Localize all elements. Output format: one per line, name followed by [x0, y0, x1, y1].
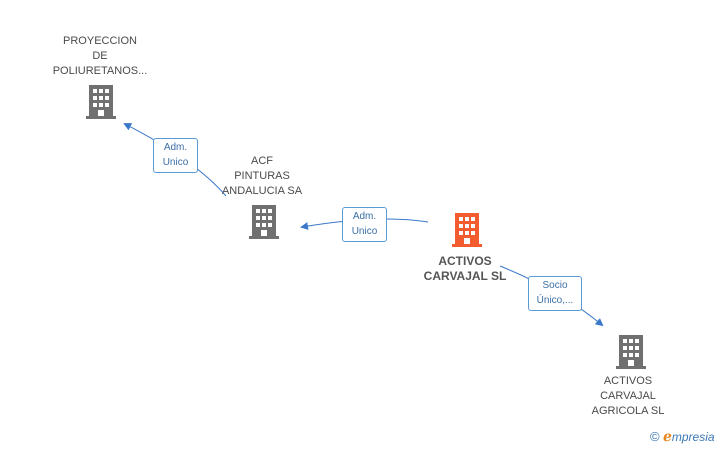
- company-name-activos[interactable]: ACTIVOS CARVAJAL SL: [410, 254, 520, 284]
- building-icon[interactable]: [249, 205, 279, 239]
- company-name-line: ACF: [251, 155, 273, 167]
- edge-label-line: Adm.: [163, 142, 188, 153]
- brand-e-glyph: ℯ: [662, 428, 672, 444]
- company-name-proyeccion[interactable]: PROYECCION DE POLIURETANOS...: [40, 34, 160, 79]
- company-name-line: ACTIVOS: [438, 254, 492, 268]
- empresia-logo: © ℯmpresia: [650, 428, 715, 445]
- company-name-line: CARVAJAL SL: [423, 269, 507, 283]
- company-name-line: DE: [92, 50, 108, 62]
- building-icon[interactable]: [616, 335, 646, 369]
- edge-label-line: Único,...: [536, 295, 574, 306]
- edge-label-line: Unico: [162, 157, 189, 168]
- company-name-line: PROYECCION: [63, 35, 137, 47]
- company-name-line: POLIURETANOS...: [52, 65, 148, 77]
- edge-label-socio-unico[interactable]: Socio Único,...: [528, 276, 582, 311]
- edge-label-line: Socio: [542, 280, 568, 291]
- copyright-icon: ©: [650, 429, 660, 444]
- company-name-agricola[interactable]: ACTIVOS CARVAJAL AGRICOLA SL: [578, 374, 678, 419]
- edge-label-line: Unico: [351, 226, 378, 237]
- edge-label-adm-unico[interactable]: Adm. Unico: [342, 207, 387, 242]
- edge-label-line: Adm.: [352, 211, 377, 222]
- building-icon[interactable]: [86, 85, 116, 119]
- company-name-line: ANDALUCIA SA: [221, 185, 303, 197]
- company-name-line: ACTIVOS: [603, 375, 653, 387]
- building-icon-main[interactable]: [452, 213, 482, 247]
- company-name-line: PINTURAS: [234, 170, 290, 182]
- company-name-line: AGRICOLA SL: [591, 405, 665, 417]
- edge-label-adm-unico[interactable]: Adm. Unico: [153, 138, 198, 173]
- company-name-acf[interactable]: ACF PINTURAS ANDALUCIA SA: [212, 154, 312, 199]
- company-name-line: CARVAJAL: [600, 390, 656, 402]
- brand-name: mpresia: [671, 430, 715, 444]
